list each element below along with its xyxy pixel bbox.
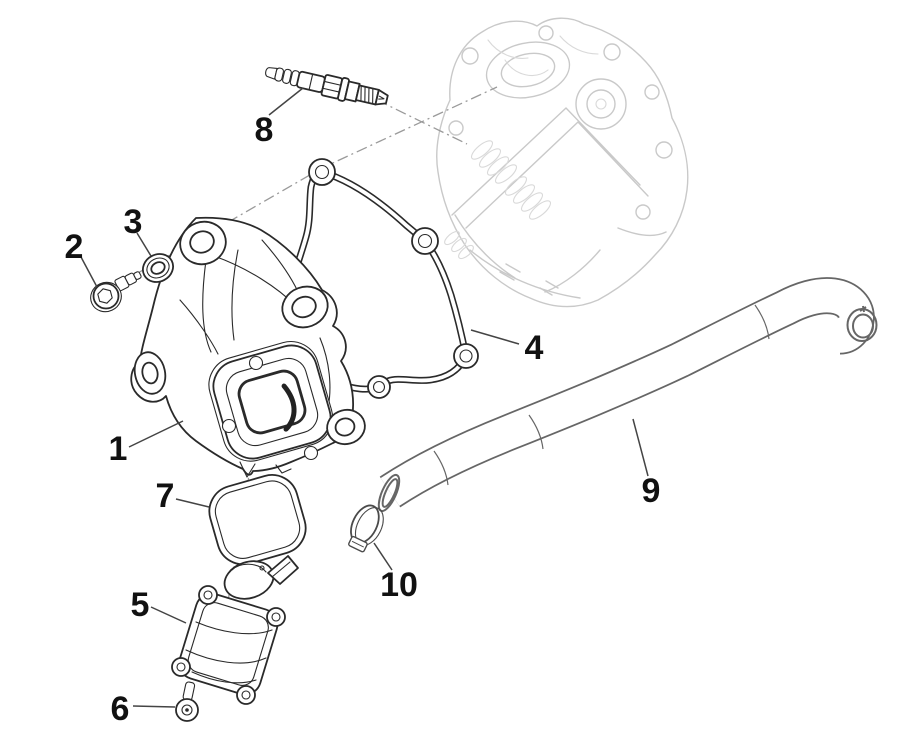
callout-8-label: 8	[255, 111, 274, 149]
square-o-ring	[208, 474, 307, 566]
cylinder-head-cover	[130, 216, 366, 478]
callout-7-label: 7	[156, 477, 175, 515]
breather-hose	[377, 277, 878, 513]
callout-2-leader	[80, 256, 98, 288]
callout-4-label: 4	[525, 329, 544, 367]
callouts: 1 2 3 4 5 6 7 8	[65, 87, 661, 728]
flange-bolt	[90, 271, 142, 313]
cylinder-head-faded	[436, 17, 689, 308]
cover-foot-tab	[239, 461, 292, 478]
cover-opening-rim	[208, 341, 334, 462]
callout-5-label: 5	[131, 586, 150, 624]
breather-box-spout	[267, 555, 299, 585]
callout-6-leader	[132, 705, 176, 708]
callout-3: 3	[124, 203, 152, 257]
spark-plug	[265, 67, 389, 106]
cover-ribs	[179, 239, 331, 409]
callout-10: 10	[373, 542, 418, 604]
callout-1-label: 1	[109, 430, 128, 468]
cover-bosses	[133, 220, 366, 446]
callout-6-label: 6	[111, 690, 130, 728]
callout-2: 2	[65, 228, 98, 288]
screw	[175, 681, 199, 722]
callout-5: 5	[131, 586, 187, 624]
callout-10-leader	[373, 542, 393, 571]
hose-seam-lines	[433, 304, 770, 486]
callout-9: 9	[632, 418, 661, 510]
callout-3-leader	[136, 232, 152, 257]
callout-10-label: 10	[380, 566, 418, 604]
callout-4: 4	[470, 329, 544, 367]
breather-box	[171, 555, 299, 705]
gasket-eyelets	[308, 158, 479, 399]
hose-end-openings	[377, 305, 878, 513]
callout-1-leader	[128, 420, 184, 448]
hose-clamp	[348, 504, 384, 553]
callout-9-label: 9	[642, 472, 661, 510]
callout-6: 6	[111, 690, 176, 728]
callout-8-leader	[268, 87, 304, 116]
spark-plug-axis-line	[376, 99, 468, 145]
callout-7-leader	[175, 498, 210, 508]
callout-2-label: 2	[65, 228, 84, 266]
washer	[142, 253, 174, 283]
cover-gasket	[283, 158, 479, 399]
valve-springs-faded	[444, 140, 552, 260]
callout-1: 1	[109, 420, 184, 468]
breather-box-ears	[171, 585, 286, 705]
callout-3-label: 3	[124, 203, 143, 241]
cover-rim-holes	[221, 355, 319, 461]
callout-9-leader	[632, 418, 649, 477]
callout-4-leader	[470, 329, 520, 345]
callout-8: 8	[255, 87, 304, 149]
callout-5-leader	[150, 606, 187, 624]
callout-7: 7	[156, 477, 210, 515]
